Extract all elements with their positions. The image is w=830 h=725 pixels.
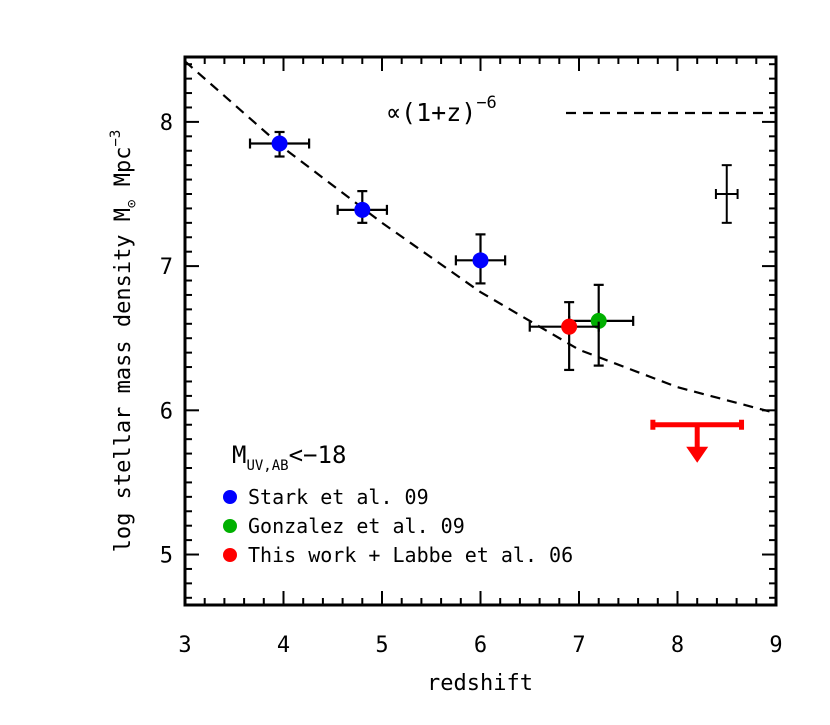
model-curve-layer (184, 60, 777, 415)
legend-marker (223, 519, 237, 533)
x-tick-label: 8 (671, 633, 684, 658)
legend: Stark et al. 09 Gonzalez et al. 09 This wo… (223, 485, 573, 567)
data-point-marker (590, 312, 607, 329)
model-curve (184, 60, 777, 415)
legend-marker (223, 548, 237, 562)
x-tick-label: 4 (277, 633, 290, 658)
data-points-layer (248, 130, 745, 463)
data-point-marker (472, 252, 489, 269)
axes-frame: 3 4 5 6 7 8 9 5 6 7 8 (160, 55, 783, 658)
x-tick-label: 6 (474, 633, 487, 658)
data-point-marker (354, 201, 371, 218)
y-axis-label: log stellar mass density M⊙ Mpc−3 (108, 130, 140, 553)
data-point-marker (271, 135, 288, 152)
y-tick-label: 7 (160, 255, 173, 280)
curve-label: ∝(1+z)−6 (386, 93, 497, 127)
x-tick-label: 3 (178, 633, 191, 658)
x-tick-label: 5 (375, 633, 388, 658)
data-point-marker (561, 318, 578, 335)
legend-label: Stark et al. 09 (248, 485, 429, 509)
y-tick-label: 8 (160, 111, 173, 136)
legend-label: Gonzalez et al. 09 (248, 514, 465, 538)
selection-label: MUV,AB<−18 (232, 441, 346, 474)
y-tick-label: 6 (160, 399, 173, 424)
y-tick-label: 5 (160, 544, 173, 569)
x-tick-label: 7 (572, 633, 585, 658)
upper-limit-arrow (686, 446, 709, 463)
legend-label: This work + Labbe et al. 06 (248, 543, 573, 567)
x-tick-label: 9 (769, 633, 782, 658)
legend-marker (223, 490, 237, 504)
x-axis-label: redshift (427, 671, 533, 696)
